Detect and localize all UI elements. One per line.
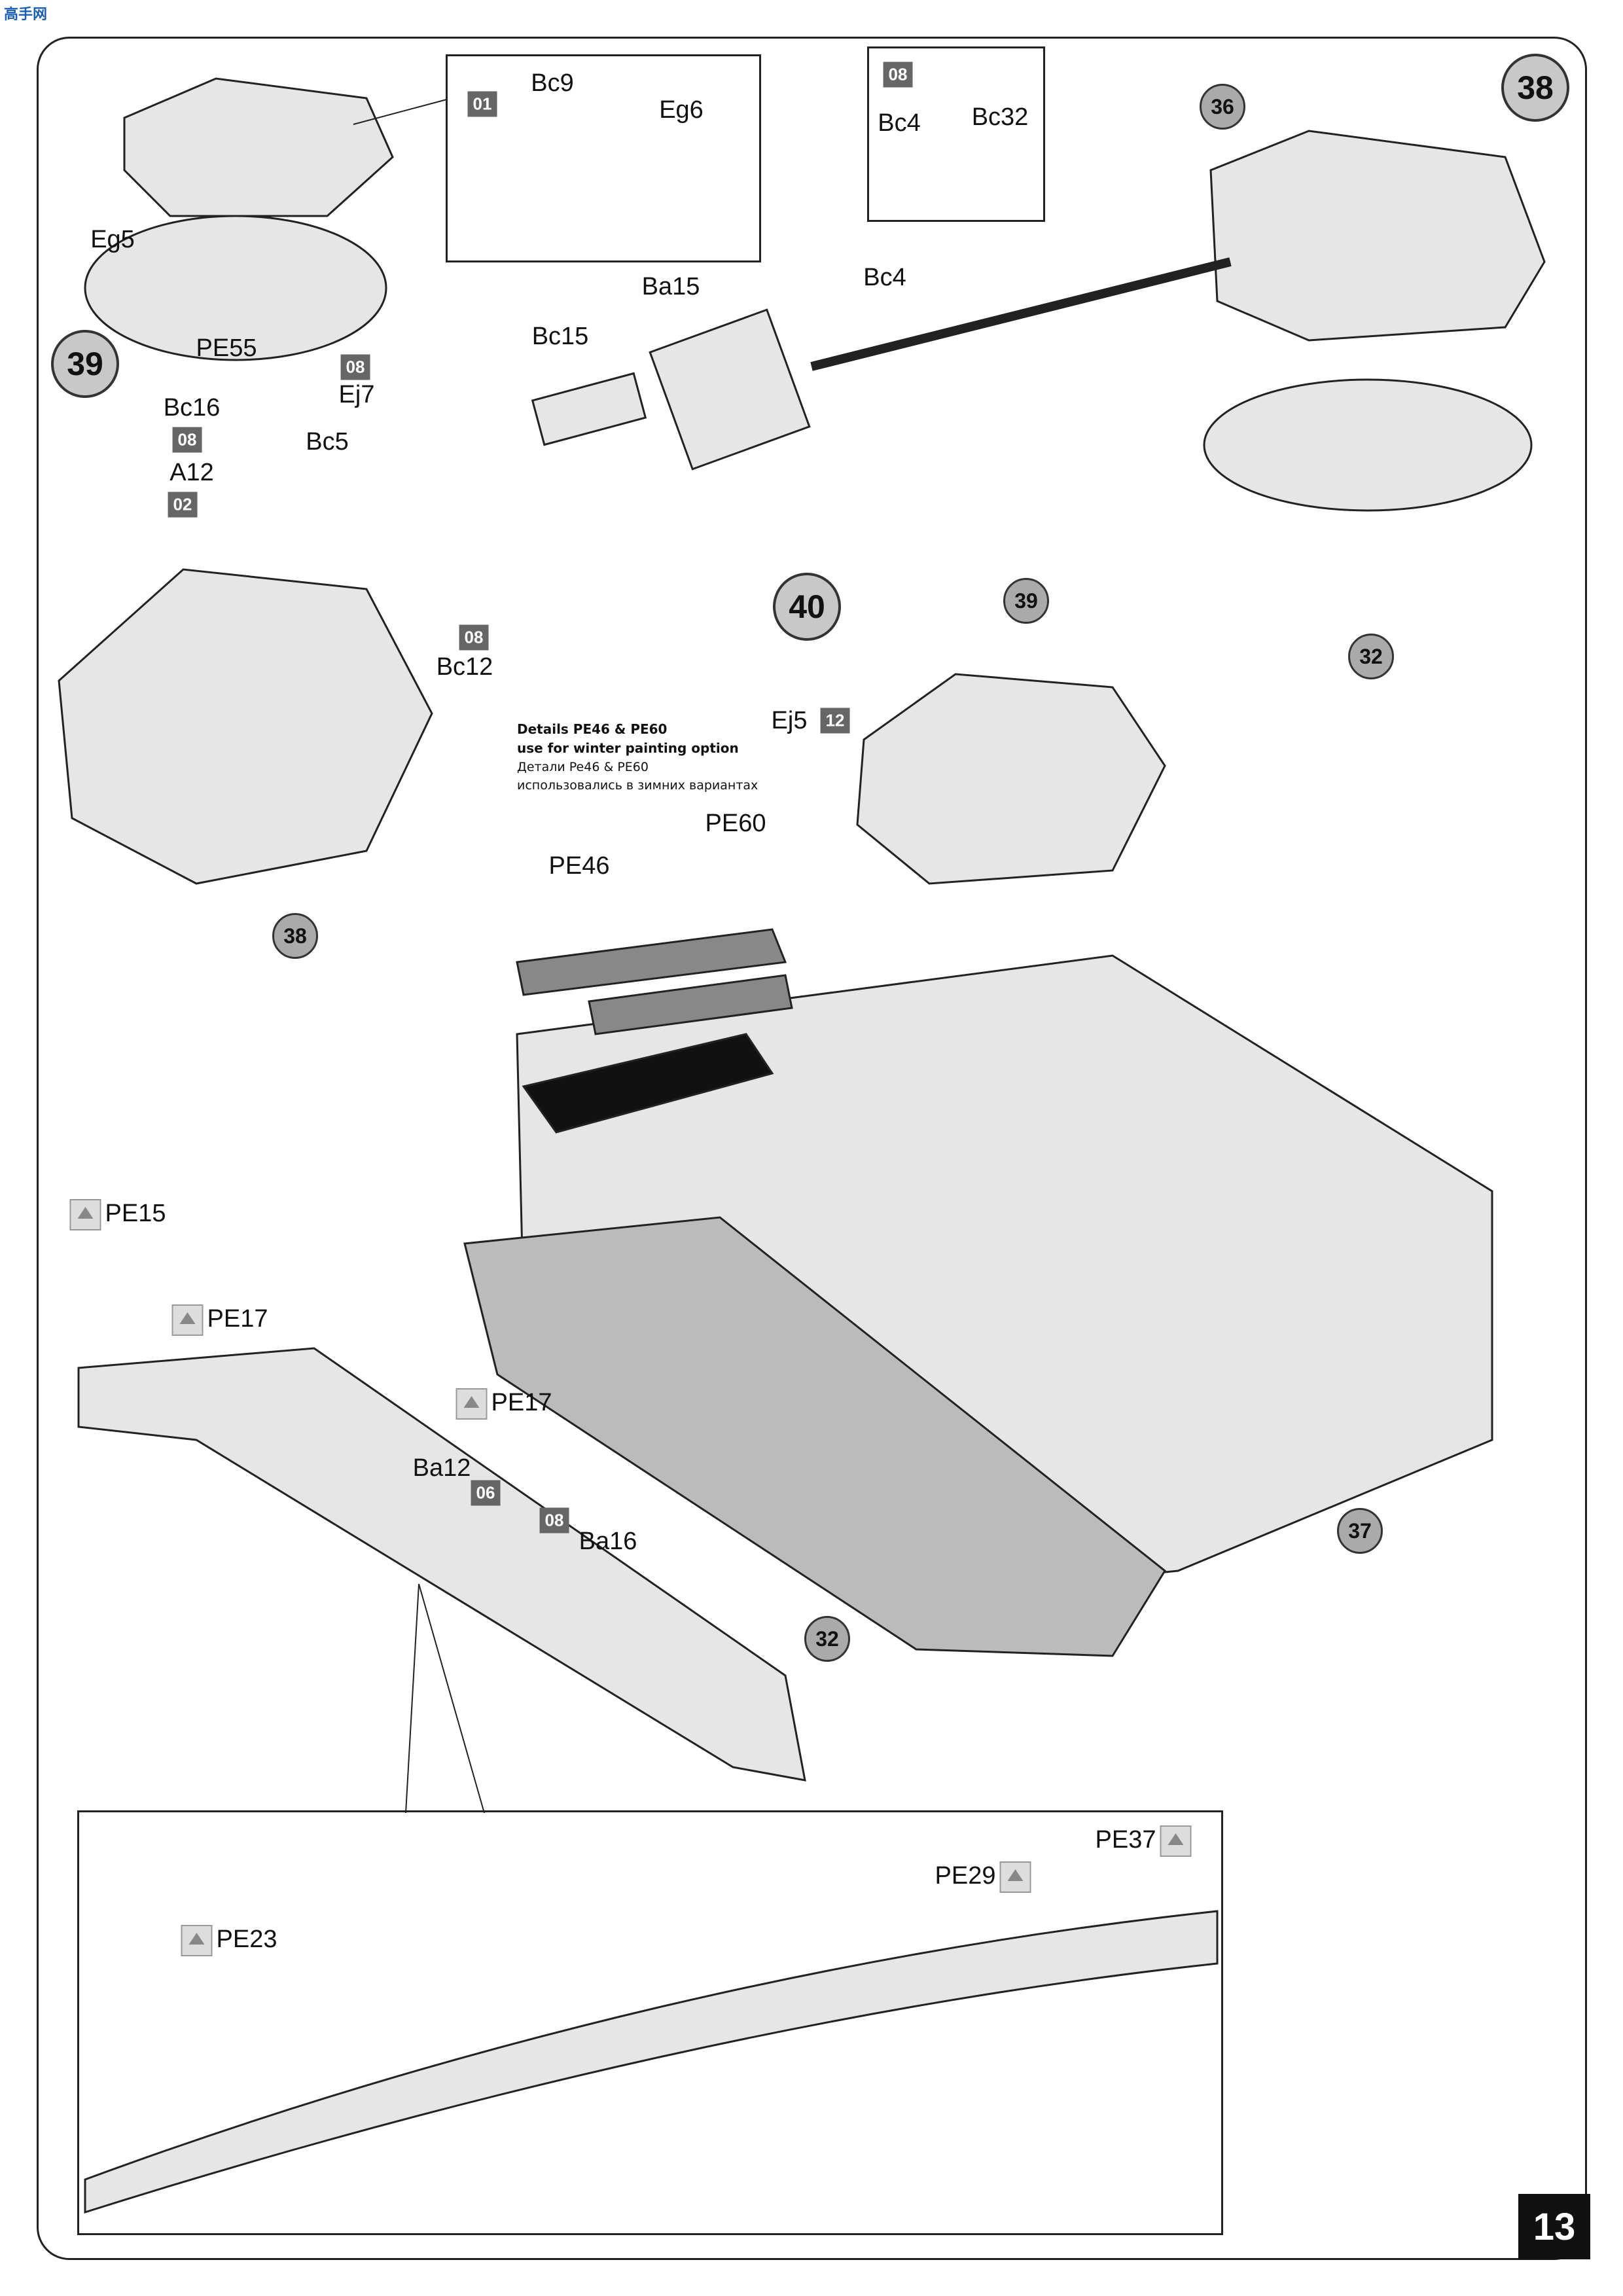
note-line: use for winter painting option <box>517 740 739 756</box>
subassembly-ref: 38 <box>272 913 318 959</box>
step-number: 40 <box>773 573 841 641</box>
part-label: Bc32 <box>971 103 1029 131</box>
part-label: PE55 <box>196 334 257 362</box>
label-text: PE23 <box>216 1926 277 1954</box>
watermark-logo: 高手网 <box>4 6 48 22</box>
label-text: PE37 <box>1095 1826 1156 1854</box>
part-label: Ba16 <box>579 1528 637 1555</box>
note-line: Детали Pe46 & PE60 <box>517 760 649 774</box>
subassembly-ref: 32 <box>1348 634 1394 679</box>
fender-detail-inset <box>84 1910 1219 2214</box>
fender-32 <box>77 1347 806 1782</box>
paint-tag: 08 <box>172 427 202 453</box>
part-label: Bc4 <box>863 264 906 291</box>
step-number: 39 <box>51 330 119 398</box>
part-label: Bc4 <box>878 109 921 137</box>
paint-tag: 06 <box>471 1480 501 1506</box>
pe60-grille <box>588 974 793 1035</box>
photo-etch-icon <box>455 1388 488 1420</box>
photo-etch-icon <box>171 1304 204 1336</box>
part-label: Bc15 <box>531 323 589 350</box>
paint-tag: 08 <box>459 624 489 651</box>
part-label: Ba15 <box>641 273 700 300</box>
photo-etch-icon <box>69 1199 101 1230</box>
turret-36 <box>1209 130 1546 342</box>
part-label: Ej5 <box>771 707 808 734</box>
page-number: 13 <box>1518 2194 1590 2259</box>
pe46-grille <box>516 928 787 996</box>
part-bc15 <box>531 372 647 446</box>
note-line: Details PE46 & PE60 <box>517 721 668 737</box>
part-label: PE60 <box>705 810 766 837</box>
photo-etch-icon <box>1160 1825 1192 1857</box>
part-label: Eg6 <box>659 96 704 124</box>
subassembly-ref: 32 <box>804 1616 850 1662</box>
part-label: Ej7 <box>338 381 375 408</box>
paint-tag: 08 <box>340 354 370 380</box>
turret-39-open <box>58 568 433 885</box>
detail-inset-fender <box>77 1810 1223 2235</box>
gun-barrel <box>810 257 1232 371</box>
part-label-pe23: PE23 <box>181 1925 277 1956</box>
part-label: Eg5 <box>90 226 135 253</box>
label-text: PE17 <box>207 1305 268 1333</box>
subassembly-ref: 36 <box>1200 84 1245 130</box>
paint-tag: 12 <box>820 708 850 734</box>
turret-39-mounted <box>856 673 1166 885</box>
part-label: Bc12 <box>436 653 493 681</box>
turret-ring-part <box>84 215 387 361</box>
gun-mantlet-ba15 <box>649 308 811 471</box>
part-label-pe15: PE15 <box>69 1199 166 1230</box>
subassembly-ref: 39 <box>1003 578 1049 624</box>
paint-tag: 08 <box>539 1507 569 1534</box>
paint-tag: 08 <box>883 62 913 88</box>
paint-tag: 02 <box>168 492 198 518</box>
detail-inset-hatch <box>446 54 761 262</box>
note-line: использовались в зимних вариантах <box>517 778 758 793</box>
part-label-pe29: PE29 <box>935 1861 1035 1893</box>
part-label: A12 <box>169 459 214 486</box>
page-frame <box>37 37 1587 2260</box>
label-text: PE29 <box>935 1862 996 1890</box>
paint-tag: 01 <box>467 91 497 117</box>
turret-hatch-part <box>123 77 394 217</box>
subassembly-ref: 37 <box>1337 1508 1383 1554</box>
label-text: PE15 <box>105 1200 166 1228</box>
engine-grille <box>522 1033 774 1134</box>
part-label: Bc9 <box>531 69 574 97</box>
photo-etch-icon <box>181 1925 213 1956</box>
part-label: Ba12 <box>412 1454 471 1482</box>
step-number: 38 <box>1501 54 1569 122</box>
turret-ring-32 <box>1203 378 1533 512</box>
part-label-pe17: PE17 <box>171 1304 268 1336</box>
part-label: Bc5 <box>306 428 349 456</box>
winter-option-note: Details PE46 & PE60 use for winter paint… <box>517 720 758 795</box>
label-text: PE17 <box>491 1389 552 1417</box>
part-label: Bc16 <box>163 394 221 422</box>
track-32 <box>463 1216 1166 1657</box>
photo-etch-icon <box>999 1861 1031 1893</box>
part-label-pe17: PE17 <box>455 1388 552 1420</box>
part-label: PE46 <box>548 852 610 880</box>
part-label-pe37: PE37 <box>1096 1825 1196 1857</box>
